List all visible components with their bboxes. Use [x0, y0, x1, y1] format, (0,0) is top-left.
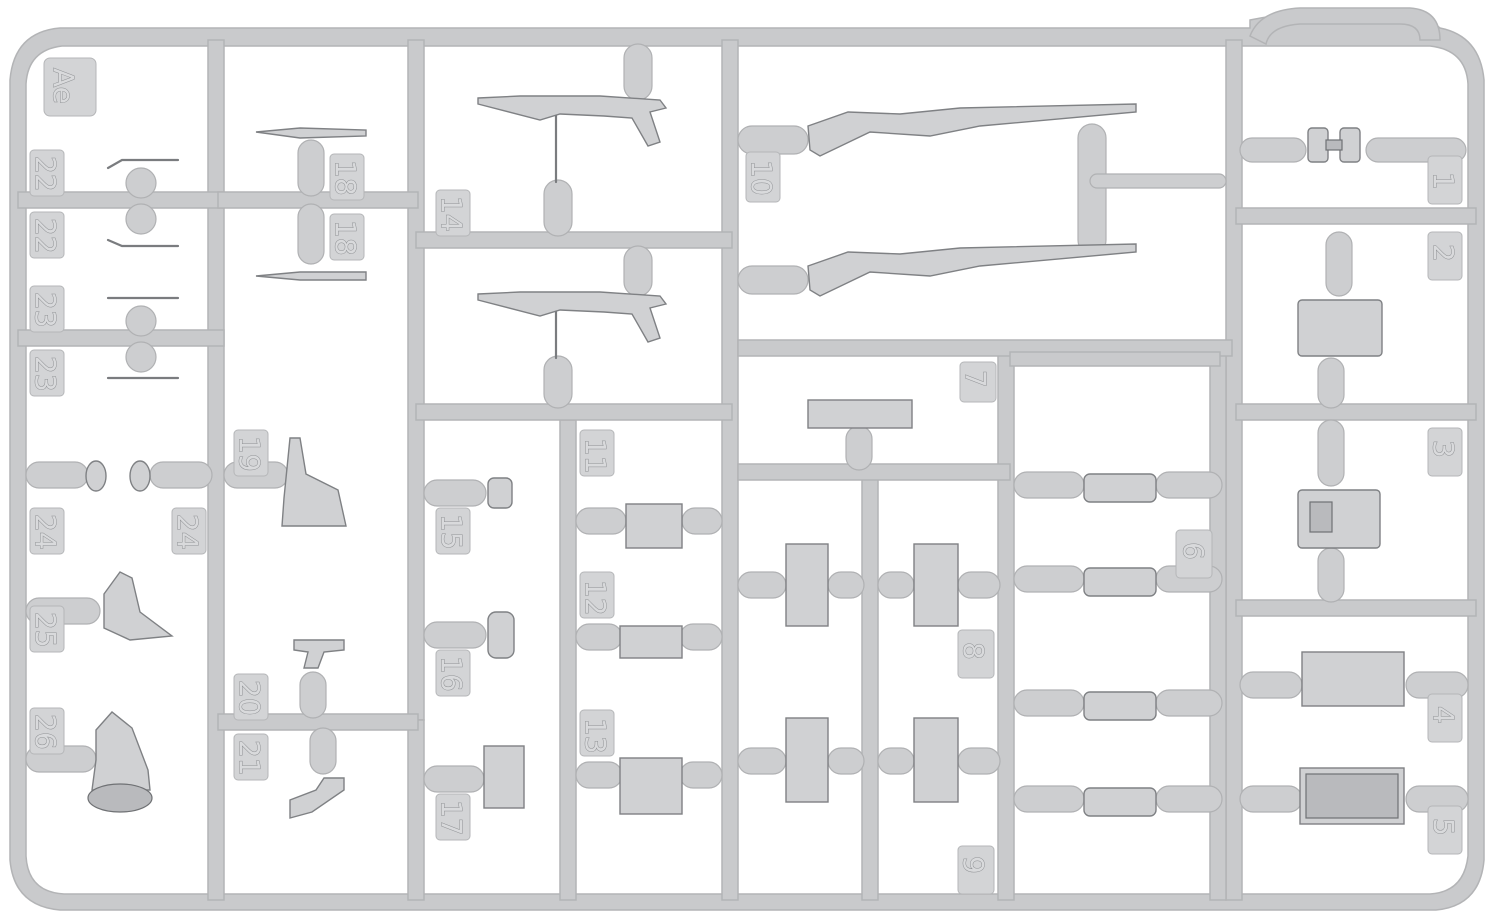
- internal-runners: [17, 39, 1477, 901]
- label-18-bottom: 18: [329, 220, 362, 256]
- part-18-bayonet-top: [255, 127, 367, 139]
- part-14-mg-top: [477, 95, 668, 147]
- part-26: [91, 711, 151, 791]
- number-tabs: [29, 57, 1463, 895]
- label-20: 20: [233, 680, 266, 716]
- label-16: 16: [435, 656, 468, 692]
- label-23-bottom: 23: [29, 356, 62, 392]
- part-7: [807, 399, 913, 429]
- part-16: [487, 611, 515, 659]
- part-24-ring-left: [85, 460, 107, 492]
- label-15: 15: [435, 514, 468, 550]
- part-15: [487, 477, 513, 509]
- part-4: [1301, 651, 1405, 707]
- label-9: 9: [957, 856, 990, 874]
- label-5: 5: [1427, 818, 1460, 836]
- part-24-ring-right: [129, 460, 151, 492]
- label-3: 3: [1427, 440, 1460, 458]
- part-17: [483, 745, 525, 809]
- part-18-bayonet-bottom: [255, 271, 367, 281]
- part-9-pouches: [1083, 473, 1157, 817]
- part-8-b: [913, 543, 959, 627]
- label-24-left: 24: [29, 514, 62, 550]
- label-2: 2: [1427, 244, 1460, 262]
- label-25: 25: [29, 612, 62, 648]
- part-8-d: [913, 717, 959, 803]
- part-20-pistol: [293, 639, 345, 669]
- label-1: 1: [1427, 172, 1460, 190]
- sprue-letter: Ae: [47, 68, 80, 104]
- label-10: 10: [745, 160, 778, 196]
- label-18-top: 18: [329, 160, 362, 196]
- part-8-a: [785, 543, 829, 627]
- label-14: 14: [435, 196, 468, 232]
- part-2: [1297, 299, 1383, 357]
- part-26-base: [87, 783, 153, 813]
- label-21: 21: [233, 740, 266, 776]
- label-6: 6: [1177, 542, 1210, 560]
- label-11: 11: [579, 438, 612, 474]
- part-13: [619, 757, 683, 815]
- label-12: 12: [579, 580, 612, 616]
- label-22-top: 22: [29, 156, 62, 192]
- label-7: 7: [959, 370, 992, 388]
- label-13: 13: [579, 718, 612, 754]
- part-10-rifle-bottom: [807, 243, 1137, 297]
- part-21-revolver: [289, 777, 345, 819]
- part-25: [103, 571, 174, 641]
- label-24-right: 24: [171, 514, 204, 550]
- part-1-binoculars: [1307, 127, 1361, 163]
- part-19: [281, 437, 347, 527]
- label-8: 8: [957, 642, 990, 660]
- part-14-mg-bottom: [477, 291, 668, 343]
- part-11: [625, 503, 683, 549]
- part-12: [619, 625, 683, 659]
- part-10-rifle-top: [807, 103, 1137, 157]
- sprue-frame: [9, 7, 1485, 911]
- label-4: 4: [1427, 706, 1460, 724]
- sprue-gates: [25, 43, 1469, 813]
- sprue-parts: [85, 95, 1405, 825]
- label-23-top: 23: [29, 292, 62, 328]
- part-labels: Ae 1 2 3 4 5 6 7 8 9 10 11 12 13 14 15 1…: [29, 68, 1461, 875]
- label-17: 17: [435, 800, 468, 836]
- label-26: 26: [29, 714, 62, 750]
- label-22-bottom: 22: [29, 218, 62, 254]
- label-19: 19: [233, 436, 266, 472]
- part-22-pins: [106, 158, 180, 380]
- part-8-c: [785, 717, 829, 803]
